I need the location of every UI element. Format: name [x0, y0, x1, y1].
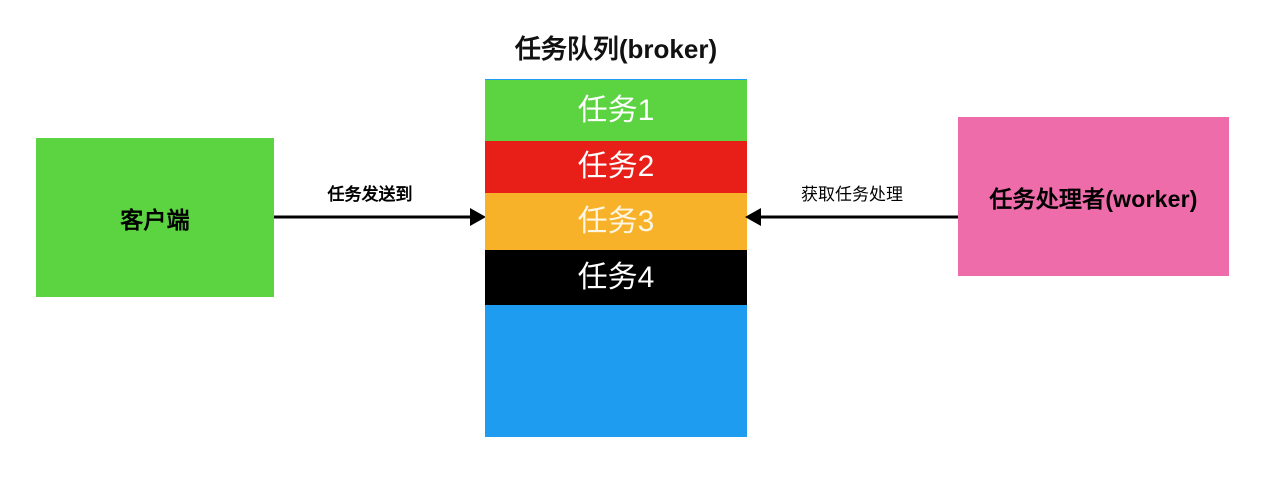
arrow-client-to-broker-label: 任务发送到 — [327, 185, 413, 204]
broker-title: 任务队列(broker) — [514, 34, 718, 64]
arrow-worker-to-broker-label: 获取任务处理 — [801, 185, 903, 204]
worker-node-label: 任务处理者(worker) — [989, 185, 1198, 212]
queue-slot-label: 任务1 — [577, 93, 655, 127]
queue-slot-label: 任务4 — [577, 260, 655, 294]
queue-slot-empty — [485, 305, 747, 437]
client-node-label: 客户端 — [120, 206, 190, 233]
arrow-client-to-broker — [274, 205, 486, 234]
queue-slot: 任务4 — [485, 250, 747, 305]
client-node[interactable]: 客户端 — [36, 138, 274, 297]
queue-slot: 任务1 — [485, 80, 747, 141]
arrow-worker-to-broker — [745, 205, 960, 234]
queue-slot-label: 任务2 — [577, 150, 655, 183]
queue-slot: 任务3 — [485, 193, 747, 250]
queue-slot-label: 任务3 — [577, 204, 655, 238]
broker-queue[interactable]: 任务1 任务2 任务3 任务4 — [485, 79, 747, 437]
queue-slot: 任务2 — [485, 141, 747, 193]
worker-node[interactable]: 任务处理者(worker) — [958, 117, 1229, 276]
